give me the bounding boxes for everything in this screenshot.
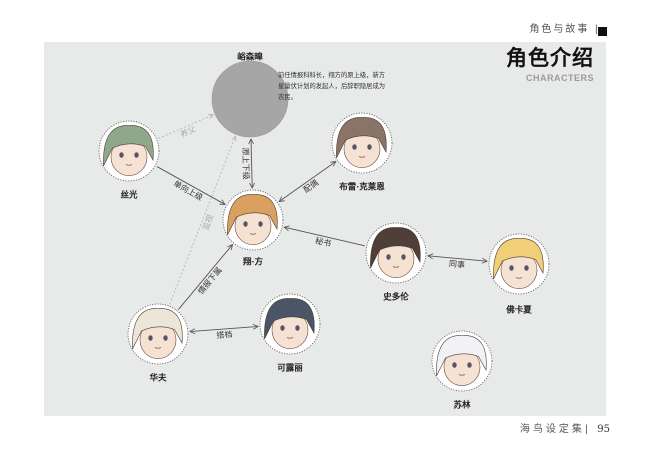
- character-name: 峪森暭: [237, 52, 263, 63]
- character-name: 丝光: [120, 190, 138, 201]
- page-footer: 海鸟设定集| 95: [520, 424, 610, 436]
- character-name: 翔·方: [242, 257, 263, 268]
- relation-line: [284, 227, 365, 247]
- avatar-portrait: [436, 335, 487, 386]
- avatar-dotted-border: [431, 330, 493, 392]
- avatar-dotted-border: [331, 112, 393, 174]
- page-title: 角色介绍: [506, 46, 594, 70]
- footer-separator: |: [584, 424, 592, 435]
- avatar-portrait: [336, 117, 387, 168]
- avatar-dotted-border: [98, 120, 160, 182]
- relation-line: [279, 161, 336, 201]
- avatar-dotted-border: [259, 293, 321, 355]
- character-fokaxia[interactable]: 佛卡夏: [488, 233, 550, 316]
- relation-line: [178, 245, 232, 310]
- relation-label: 原上下级: [241, 148, 252, 180]
- relation-line: [156, 166, 225, 205]
- placeholder-avatar: [211, 60, 289, 138]
- character-name: 佛卡夏: [505, 305, 532, 316]
- character-name: 苏林: [453, 400, 471, 411]
- character-sulin[interactable]: 苏林: [431, 330, 493, 411]
- relation-siguang-yusen: 养父: [158, 115, 213, 140]
- character-huafu[interactable]: 华夫: [127, 303, 189, 384]
- relation-huafu-xiangfang: 情报下属: [178, 245, 232, 310]
- relation-line: [158, 115, 213, 139]
- avatar-portrait: [227, 194, 278, 245]
- header-separator: |: [595, 24, 600, 35]
- character-name: 史多伦: [383, 292, 409, 303]
- relation-label: 配偶: [301, 177, 320, 194]
- relation-line: [251, 139, 252, 188]
- relation-shiduolun-fokaxia: 同事: [428, 256, 487, 270]
- character-siguang[interactable]: 丝光: [98, 120, 160, 201]
- avatar-portrait: [264, 298, 315, 349]
- relation-siguang-xiangfang: 单向上级: [156, 166, 225, 205]
- relation-label: 养父: [179, 124, 198, 140]
- character-bulei[interactable]: 布雷·克莱恩: [331, 112, 393, 193]
- avatar-portrait: [493, 238, 544, 289]
- section-header: 角色与故事 |: [529, 24, 600, 36]
- page-number: 95: [597, 424, 610, 435]
- book-title: 海鸟设定集: [519, 424, 585, 435]
- relation-label: 情报下属: [196, 265, 224, 296]
- character-xiangfang[interactable]: 翔·方: [222, 189, 284, 268]
- relation-label: 监视: [200, 213, 215, 232]
- relation-line: [190, 326, 258, 331]
- character-name: 华夫: [149, 373, 167, 384]
- avatar-dotted-border: [488, 233, 550, 295]
- avatar-dotted-border: [222, 189, 284, 251]
- section-title: 角色与故事: [529, 24, 590, 35]
- relation-label: 同事: [449, 258, 466, 269]
- character-yusen[interactable]: 峪森暭: [211, 52, 289, 138]
- page-subtitle: CHARACTERS: [526, 73, 594, 83]
- section-marker: [598, 27, 607, 36]
- avatar-portrait: [132, 308, 183, 359]
- relation-huafu-keluli: 搭档: [190, 326, 258, 340]
- relation-line: [428, 256, 487, 261]
- character-keluli[interactable]: 可露丽: [259, 293, 321, 374]
- avatar-portrait: [103, 125, 154, 176]
- character-name: 布雷·克莱恩: [338, 182, 385, 193]
- relation-label: 搭档: [216, 329, 233, 340]
- relation-label: 秘书: [314, 235, 332, 248]
- character-description: 前任情报科科长，翔方的原上级，新方星量伏计划的发起人，后辞职隐居成为农民。: [278, 72, 386, 101]
- relation-yusen-xiangfang: 原上下级: [241, 139, 253, 188]
- relation-bulei-xiangfang: 配偶: [279, 161, 336, 201]
- avatar-dotted-border: [365, 222, 427, 284]
- character-name: 可露丽: [277, 363, 303, 374]
- relation-shiduolun-xiangfang: 秘书: [284, 227, 365, 249]
- avatar-dotted-border: [127, 303, 189, 365]
- character-shiduolun[interactable]: 史多伦: [365, 222, 427, 303]
- avatar-portrait: [370, 227, 421, 278]
